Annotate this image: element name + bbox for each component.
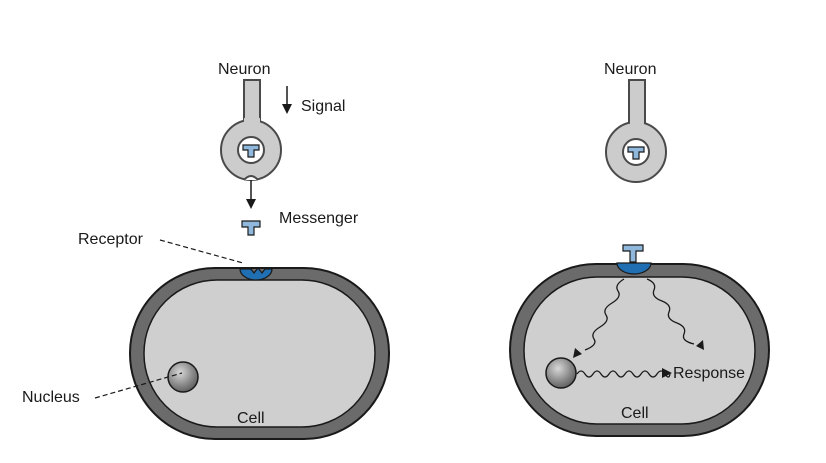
left-neuron: [220, 79, 282, 181]
left-neuron-label: Neuron: [218, 61, 270, 78]
left-release-opening: [243, 175, 259, 181]
left-vesicle-messenger-icon: [242, 144, 260, 158]
right-cell-label: Cell: [621, 405, 649, 422]
right-neuron: [605, 79, 667, 183]
response-label: Response: [673, 365, 745, 382]
wavy-arrow-left-head-icon: [573, 348, 582, 358]
right-neuron-axon: [628, 79, 646, 125]
left-nucleus: [167, 361, 199, 393]
messenger-label: Messenger: [279, 210, 359, 227]
receptor-leader-line: [159, 239, 244, 264]
wavy-arrow-right-head-icon: [696, 340, 704, 350]
nucleus-label: Nucleus: [22, 389, 80, 406]
left-receptor-icon: [239, 267, 273, 281]
right-vesicle-messenger-icon: [627, 146, 645, 160]
messenger-icon: [241, 220, 261, 236]
signal-arrow-icon: [282, 104, 292, 114]
right-nucleus: [545, 357, 577, 389]
release-arrow-icon: [246, 199, 256, 209]
left-neuron-axon: [243, 79, 261, 125]
right-neuron-neck: [630, 118, 644, 128]
right-panel: Neuron Response Cell: [509, 61, 770, 437]
right-neuron-label: Neuron: [604, 61, 656, 78]
wavy-arrow-response-head-icon: [662, 368, 672, 378]
left-cell-label: Cell: [237, 410, 265, 427]
bound-messenger-icon: [622, 244, 644, 263]
left-panel: Neuron Signal Messenger Receptor Nucleus…: [22, 61, 390, 440]
wavy-arrow-right: [646, 278, 695, 345]
left-neuron-neck: [244, 118, 260, 126]
receptor-label: Receptor: [78, 231, 144, 248]
right-cell-cytoplasm: [523, 276, 756, 425]
nucleus-leader-line: [94, 372, 183, 399]
wavy-arrow-response: [576, 370, 671, 378]
right-receptor-icon: [616, 262, 652, 275]
left-cell-cytoplasm: [143, 279, 376, 428]
signal-label: Signal: [301, 98, 345, 115]
wavy-arrow-left: [584, 278, 625, 351]
